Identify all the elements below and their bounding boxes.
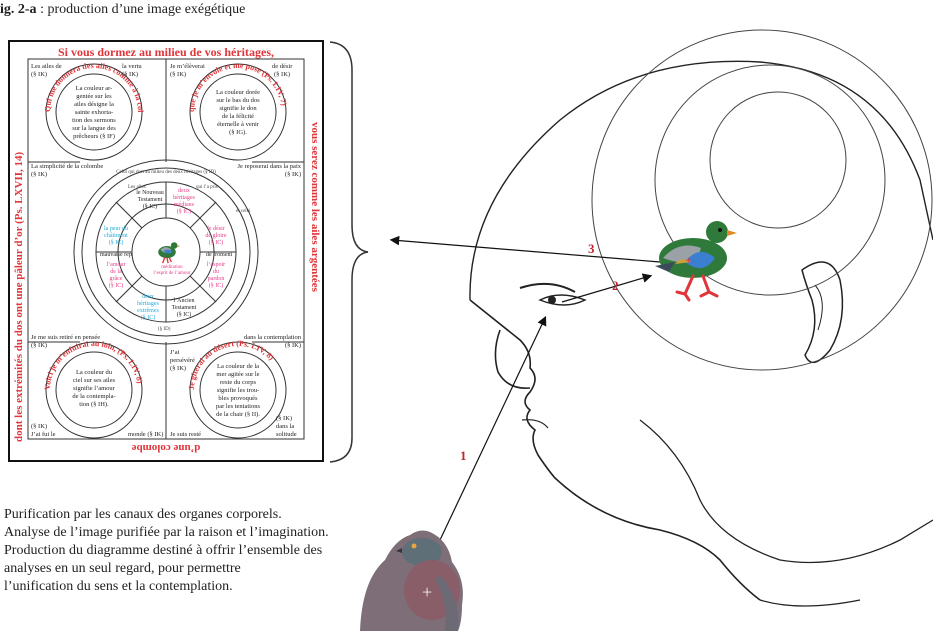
arrow-1	[440, 318, 545, 540]
process-notes: Purification par les canaux des organes …	[4, 506, 329, 596]
note-line: Production du diagramme destiné à offrir…	[4, 542, 329, 560]
note-line: l’unification du sens et la contemplatio…	[4, 578, 329, 596]
note-line: analyses en un seul regard, pour permett…	[4, 560, 329, 578]
pigeon-photo: +	[360, 531, 463, 631]
eye	[540, 295, 585, 305]
note-line: Purification par les canaux des organes …	[4, 506, 329, 524]
curly-brace	[330, 42, 368, 462]
colored-dove-icon: +	[655, 221, 737, 300]
svg-text:+: +	[422, 582, 432, 602]
nose	[495, 330, 530, 388]
inner-mind-circle	[710, 92, 846, 228]
eyebrow	[520, 284, 575, 292]
note-line: Analyse de l’image purifiée par la raiso…	[4, 524, 329, 542]
label-3: 3	[588, 241, 595, 256]
outer-mind-circle	[592, 30, 932, 370]
face-profile	[470, 300, 760, 600]
arrow-2	[562, 276, 650, 302]
mouth	[522, 420, 548, 428]
jaw-neck	[640, 420, 933, 563]
svg-text:+: +	[685, 253, 692, 267]
arrow-3	[392, 240, 660, 262]
label-2: 2	[612, 278, 619, 293]
label-1: 1	[460, 448, 467, 463]
